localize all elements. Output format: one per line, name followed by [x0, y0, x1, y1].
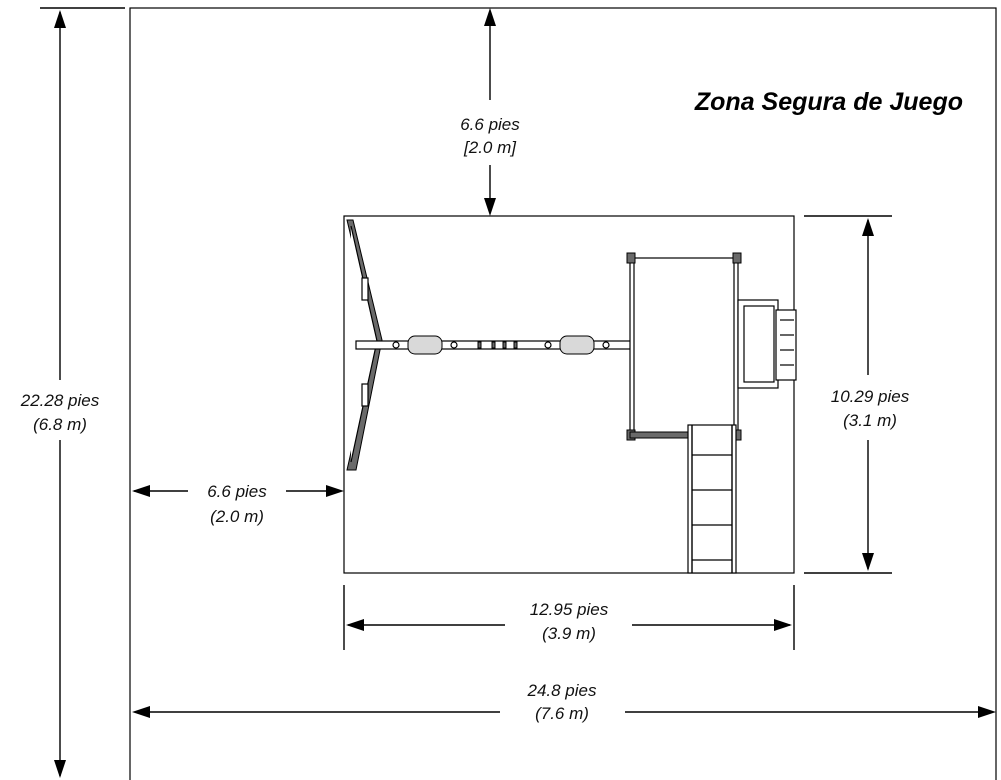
total-width-ft: 24.8 pies: [527, 681, 597, 700]
structure-depth-m: (3.1 m): [843, 411, 897, 430]
left-clearance-m: (2.0 m): [210, 507, 264, 526]
safe-zone-boundary: [129, 7, 997, 780]
diagram-title: Zona Segura de Juego: [694, 88, 963, 116]
structure-depth-ft: 10.29 pies: [831, 387, 910, 406]
left-clearance-ft: 6.6 pies: [207, 482, 267, 501]
total-height-m: (6.8 m): [33, 415, 87, 434]
top-clearance-m: [2.0 m]: [463, 138, 517, 157]
top-clearance-dimension: 6.6 pies [2.0 m]: [460, 8, 520, 216]
total-height-dimension: 22.28 pies (6.8 m): [20, 7, 125, 778]
structure-footprint: [343, 215, 795, 574]
slide: [687, 424, 737, 574]
structure-width-ft: 12.95 pies: [530, 600, 609, 619]
structure-width-dimension: 12.95 pies (3.9 m): [343, 585, 795, 650]
swing-seat-right: [559, 335, 595, 355]
left-clearance-dimension: 6.6 pies (2.0 m): [132, 482, 344, 526]
total-height-ft: 22.28 pies: [20, 391, 100, 410]
total-width-m: (7.6 m): [535, 704, 589, 723]
structure-width-m: (3.9 m): [542, 624, 596, 643]
playset-drawing: [346, 219, 797, 574]
top-clearance-ft: 6.6 pies: [460, 115, 520, 134]
total-width-dimension: 24.8 pies (7.6 m): [132, 681, 996, 723]
swing-seat-left: [407, 335, 443, 355]
fort-roof: [629, 257, 739, 437]
structure-depth-dimension: 10.29 pies (3.1 m): [804, 215, 910, 574]
